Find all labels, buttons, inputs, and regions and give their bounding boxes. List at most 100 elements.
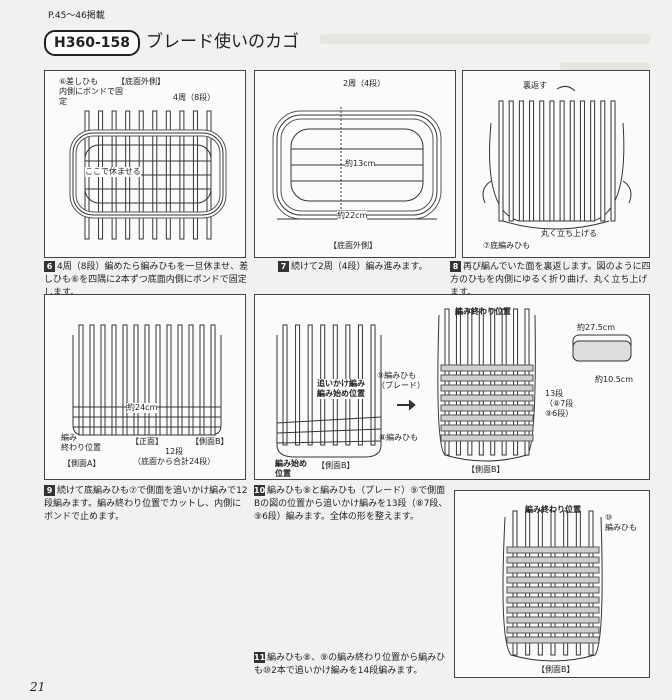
label-end-position: 編み 終わり位置 (61, 433, 101, 452)
label-flip: 裏返す (523, 81, 547, 90)
stake (455, 308, 461, 456)
weave-band (506, 576, 600, 584)
label-side-b: 【側面B】 (537, 665, 575, 674)
weave-band (506, 606, 600, 614)
background-bleed (560, 62, 650, 70)
label-height: 約13cm (345, 159, 376, 169)
label-side-a: 【側面A】 (63, 459, 101, 468)
stake (122, 324, 128, 436)
stake (524, 308, 530, 456)
label-chase-start: 追いかけ編み 編み始め位置 (317, 379, 365, 399)
label-bottom-outside: 【底面外側】 (117, 77, 165, 86)
side-weave-diagram (72, 324, 222, 436)
weave-band (440, 414, 534, 422)
weave-band (440, 384, 534, 392)
stake (579, 100, 585, 222)
stake (490, 308, 496, 456)
stake (478, 308, 484, 456)
page-number: 21 (30, 680, 46, 694)
label-rows: 13段 （⑧7段 ⑨6段） (545, 389, 574, 418)
flip-raise-diagram (482, 85, 632, 230)
label-rounds: 2周（4段） (343, 79, 386, 88)
stake (610, 100, 616, 222)
stake (188, 324, 194, 436)
weave-band (506, 546, 600, 554)
label-side-b: 【側面B】 (317, 461, 355, 470)
stake (177, 324, 183, 436)
weave-band (506, 596, 600, 604)
label-front: 【正面】 (131, 437, 163, 446)
stake (307, 324, 313, 446)
label-end-position: 編み終わり位置 (455, 307, 511, 316)
weave-band (506, 556, 600, 564)
stake (539, 100, 545, 222)
label-width: 約24cm (127, 403, 158, 413)
stake (295, 324, 301, 446)
weave-band (440, 424, 534, 432)
label-side-b-2: 【側面B】 (467, 465, 505, 474)
weave-band (506, 636, 600, 644)
weave-band (440, 364, 534, 372)
background-bleed (320, 34, 650, 44)
label-width: 約22cm (337, 211, 368, 221)
stake (549, 100, 555, 222)
label-raise: 丸く立ち上げる (541, 229, 597, 238)
stake (529, 100, 535, 222)
figure-step-8: 裏返す 丸く立ち上げる ⑦底編みひも (462, 70, 650, 258)
label-cord-10: ⑩ 編みひも (605, 513, 637, 532)
label-rest-here: ここで休ませる (85, 167, 141, 177)
stake (501, 308, 507, 456)
label-rounds: 4周（8段） (173, 93, 216, 102)
stake (569, 100, 575, 222)
label-base-cord: ⑦底編みひも (483, 241, 531, 250)
figure-step-7: 2周（4段） 約13cm 約22cm 【底面外側】 (254, 70, 456, 258)
stake (444, 308, 450, 456)
stake (282, 324, 288, 446)
weave-band (440, 374, 534, 382)
label-width: 約27.5cm (577, 323, 616, 332)
label-stake: ⑥差しひも 内側にボンドで固定 (59, 77, 123, 106)
stake (166, 324, 172, 436)
pattern-code: H360-158 (44, 30, 140, 56)
final-weave-diagram (502, 510, 603, 662)
stake (370, 324, 376, 446)
figure-step-9: 約24cm 編み 終わり位置 【正面】 【側面B】 【側面A】 12段 （底面か… (44, 294, 246, 480)
stake (467, 308, 473, 456)
stake (559, 100, 565, 222)
stake (498, 100, 504, 222)
stake (518, 100, 524, 222)
stake (590, 100, 596, 222)
label-blade-cord: ⑨編みひも （ブレード） (377, 371, 425, 390)
figure-step-11: 編み終わり位置 ⑩ 編みひも 【側面B】 (454, 490, 650, 678)
label-rows: 12段 （底面から合計24段） (133, 447, 216, 466)
weave-band (440, 404, 534, 412)
stake (199, 324, 205, 436)
label-end-position: 編み終わり位置 (525, 505, 581, 514)
stake (144, 324, 150, 436)
stake (89, 324, 95, 436)
stake (133, 324, 139, 436)
stake (513, 308, 519, 456)
label-height: 約10.5cm (595, 375, 634, 384)
page-reference: P.45～46掲載 (48, 11, 105, 21)
stake (100, 324, 106, 436)
stake (508, 100, 514, 222)
label-start-position: 編み始め 位置 (275, 459, 307, 478)
stake (155, 324, 161, 436)
figure-step-6: 【底面外側】 ⑥差しひも 内側にボンドで固定 4周（8段） ここで休ませる (44, 70, 246, 258)
stake (111, 324, 117, 436)
weave-band (506, 586, 600, 594)
stake (600, 100, 606, 222)
pattern-title: ブレード使いのカゴ (146, 32, 299, 52)
weave-band (506, 566, 600, 574)
label-cord-8: ⑧編みひも (379, 433, 419, 442)
stake (210, 324, 216, 436)
figure-step-10: 追いかけ編み 編み始め位置 ⑨編みひも （ブレード） ⑧編みひも 編み始め 位置… (254, 294, 650, 480)
label-side-b: 【側面B】 (191, 437, 229, 446)
